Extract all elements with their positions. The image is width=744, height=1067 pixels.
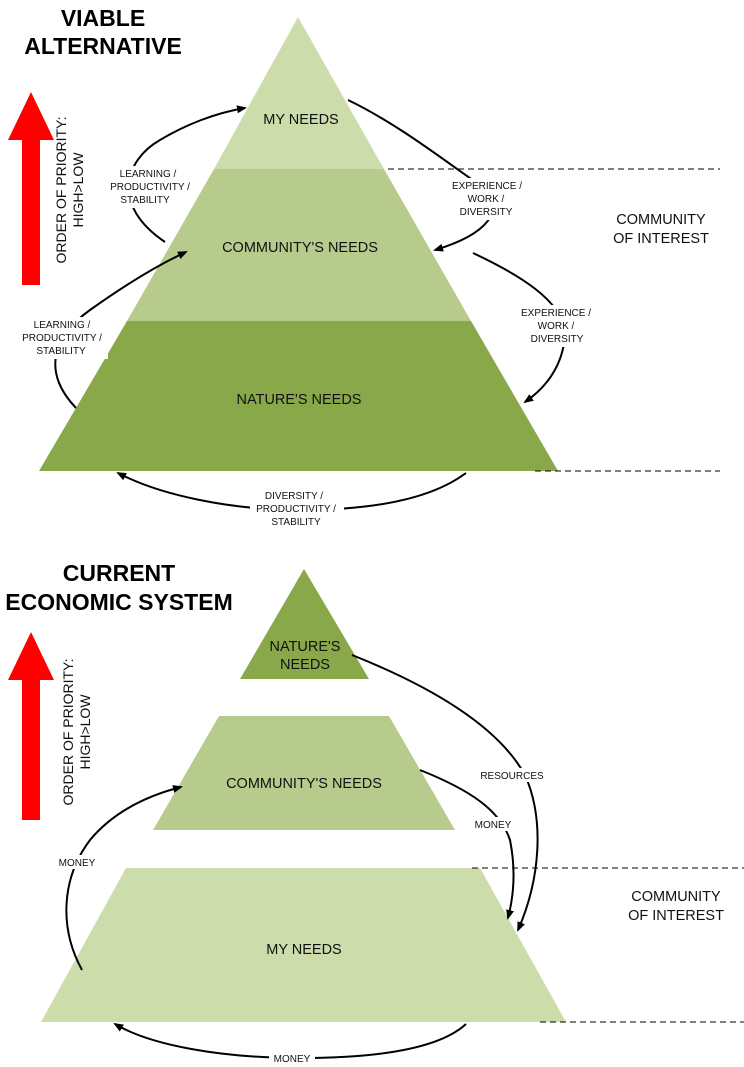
viable-label-left-upper: LEARNING / PRODUCTIVITY / STABILITY — [110, 166, 192, 208]
current-title-line2: ECONOMIC SYSTEM — [5, 589, 232, 615]
viable-tier-top-label: MY NEEDS — [263, 112, 338, 128]
svg-text:LEARNING /: LEARNING / — [120, 169, 177, 180]
svg-text:PRODUCTIVITY /: PRODUCTIVITY / — [256, 504, 336, 515]
svg-text:STABILITY: STABILITY — [271, 517, 321, 528]
current-arrow-money-left — [65, 785, 183, 971]
viable-label-right-lower: EXPERIENCE / WORK / DIVERSITY — [516, 305, 596, 347]
svg-text:MONEY: MONEY — [274, 1054, 311, 1065]
svg-text:DIVERSITY: DIVERSITY — [531, 334, 584, 345]
viable-alternative-diagram: VIABLE ALTERNATIVE ORDER OF PRIORITY: HI… — [8, 5, 720, 529]
svg-text:DIVERSITY /: DIVERSITY / — [265, 491, 323, 502]
current-tier-top-label2: NEEDS — [280, 657, 330, 673]
svg-text:WORK /: WORK / — [468, 194, 505, 205]
current-tier-middle-label: COMMUNITY'S NEEDS — [226, 776, 382, 792]
svg-text:LEARNING /: LEARNING / — [34, 320, 91, 331]
viable-label-bottom: DIVERSITY / PRODUCTIVITY / STABILITY — [250, 489, 344, 529]
svg-text:PRODUCTIVITY /: PRODUCTIVITY / — [22, 333, 102, 344]
viable-tier-bottom-label: NATURE'S NEEDS — [237, 392, 362, 408]
current-tier-top-label1: NATURE'S — [270, 639, 341, 655]
svg-text:MONEY: MONEY — [59, 858, 96, 869]
svg-text:PRODUCTIVITY /: PRODUCTIVITY / — [110, 182, 190, 193]
current-priority-line1: ORDER OF PRIORITY: — [60, 658, 76, 805]
current-community-line2: OF INTEREST — [628, 908, 724, 924]
current-label-money-bottom: MONEY — [269, 1051, 315, 1065]
current-priority-line2: HIGH>LOW — [77, 694, 93, 770]
viable-community-line2: OF INTEREST — [613, 231, 709, 247]
current-system-diagram: CURRENT ECONOMIC SYSTEM ORDER OF PRIORIT… — [5, 560, 744, 1065]
viable-label-right-upper: EXPERIENCE / WORK / DIVERSITY — [449, 178, 525, 220]
current-tier-bottom-label: MY NEEDS — [266, 942, 341, 958]
current-priority-arrow — [8, 632, 54, 820]
viable-priority-line2: HIGH>LOW — [70, 152, 86, 228]
current-tier-bottom — [41, 868, 566, 1022]
current-label-money-right: MONEY — [470, 817, 516, 831]
viable-tier-middle — [127, 169, 471, 321]
current-tier-middle — [153, 716, 455, 830]
viable-tier-bottom — [39, 321, 558, 471]
svg-text:STABILITY: STABILITY — [120, 195, 170, 206]
current-community-line1: COMMUNITY — [631, 889, 721, 905]
svg-text:STABILITY: STABILITY — [36, 346, 86, 357]
svg-text:EXPERIENCE /: EXPERIENCE / — [452, 181, 522, 192]
viable-priority-arrow — [8, 92, 54, 285]
viable-arrow-left-upper — [127, 105, 247, 243]
current-label-money-left: MONEY — [54, 855, 100, 869]
svg-text:EXPERIENCE /: EXPERIENCE / — [521, 308, 591, 319]
viable-label-left-lower: LEARNING / PRODUCTIVITY / STABILITY — [16, 317, 108, 359]
current-tier-top — [240, 569, 369, 679]
viable-community-line1: COMMUNITY — [616, 212, 706, 228]
viable-title-line1: VIABLE — [61, 5, 145, 31]
svg-text:RESOURCES: RESOURCES — [480, 771, 544, 782]
current-arrow-money-right — [419, 769, 515, 920]
current-title-line1: CURRENT — [63, 560, 175, 586]
svg-text:DIVERSITY: DIVERSITY — [460, 207, 513, 218]
svg-text:MONEY: MONEY — [475, 820, 512, 831]
viable-title-line2: ALTERNATIVE — [24, 33, 182, 59]
svg-text:WORK /: WORK / — [538, 321, 575, 332]
viable-tier-middle-label: COMMUNITY'S NEEDS — [222, 240, 378, 256]
viable-tier-top — [214, 17, 384, 169]
current-label-resources: RESOURCES — [474, 768, 550, 782]
viable-arrow-left-lower — [54, 251, 188, 409]
viable-priority-line1: ORDER OF PRIORITY: — [53, 116, 69, 263]
